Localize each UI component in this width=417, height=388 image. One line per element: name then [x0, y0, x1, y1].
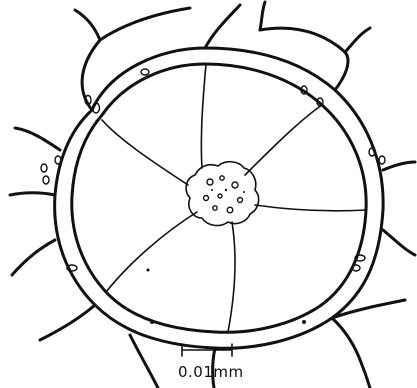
wall-pits: [41, 69, 385, 324]
scale-bar-label: 0.01mm: [178, 363, 244, 381]
radial-cell-partitions: [102, 64, 366, 332]
